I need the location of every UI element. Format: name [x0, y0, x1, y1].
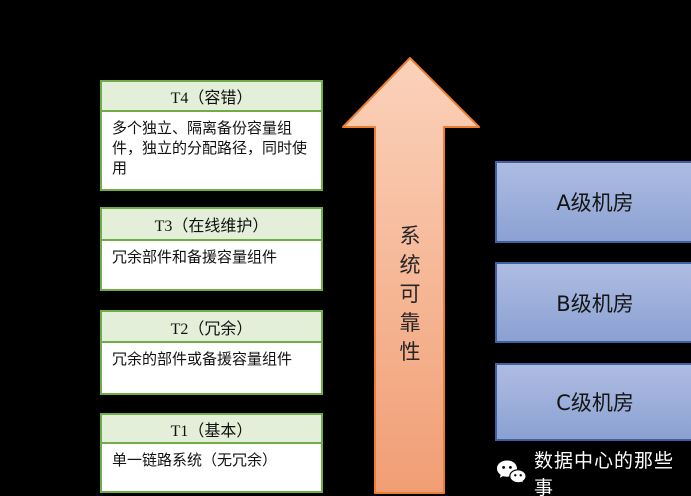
up-arrow-shape [342, 57, 480, 494]
arrow-label-system-reliability: 系统可靠性 [399, 224, 421, 364]
watermark: 数据中心的那些事 [496, 446, 691, 496]
room-card-c: C级机房 [495, 363, 691, 441]
room-card-b: B级机房 [495, 262, 691, 343]
tier-card-t2: T2（冗余） 冗余的部件或备援容量组件 [100, 310, 323, 395]
tier-card-t3: T3（在线维护） 冗余部件和备援容量组件 [100, 207, 323, 291]
tier-t1-description: 单一链路系统（无冗余） [112, 451, 278, 469]
tier-card-t4: T4（容错） 多个独立、隔离备份容量组件，独立的分配路径，同时使用 [100, 80, 323, 191]
room-b-label: B级机房 [556, 291, 634, 316]
tier-t2-description: 冗余的部件或备援容量组件 [112, 350, 293, 368]
room-c-label: C级机房 [556, 391, 634, 415]
tier-t1-title: T1（基本） [102, 415, 321, 444]
tier-card-t1: T1（基本） 单一链路系统（无冗余） [100, 413, 323, 493]
room-card-a: A级机房 [495, 161, 691, 243]
room-a-label: A级机房 [556, 191, 634, 215]
tier-t3-title: T3（在线维护） [102, 209, 321, 241]
tier-t4-description: 多个独立、隔离备份容量组件，独立的分配路径，同时使用 [112, 119, 308, 177]
watermark-text: 数据中心的那些事 [534, 450, 675, 496]
tier-t4-title: T4（容错） [102, 82, 321, 112]
wechat-icon [496, 459, 527, 488]
tier-t2-title: T2（冗余） [102, 312, 321, 343]
tier-t3-description: 冗余部件和备援容量组件 [112, 248, 278, 266]
